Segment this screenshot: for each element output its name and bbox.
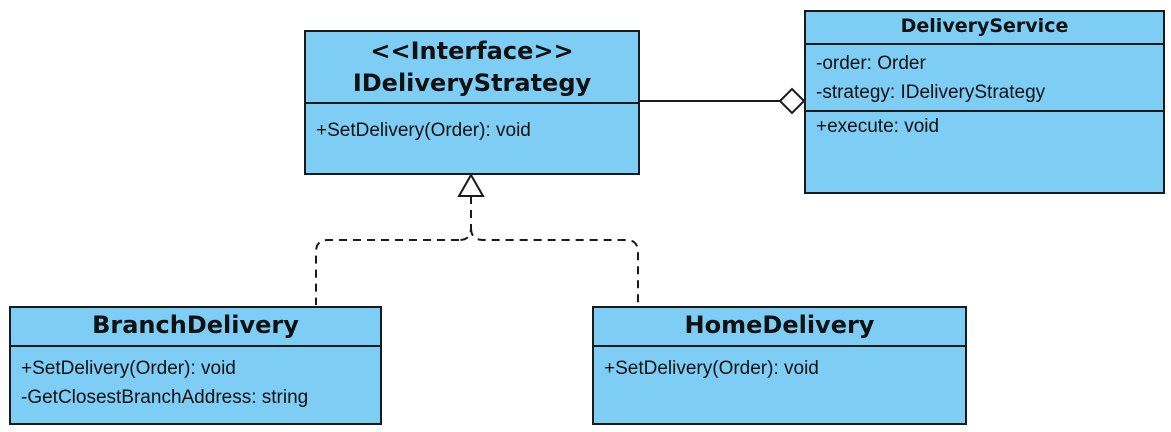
delivery-service-method: +execute: void bbox=[816, 116, 940, 137]
interface-name: IDeliveryStrategy bbox=[352, 69, 592, 97]
delivery-service-methods: +execute: void bbox=[806, 112, 1163, 141]
home-delivery-method: +SetDelivery(Order): void bbox=[604, 358, 819, 379]
interface-header: <<Interface>> IDeliveryStrategy bbox=[306, 32, 638, 104]
branch-delivery-methods: +SetDelivery(Order): void -GetClosestBra… bbox=[11, 347, 380, 412]
home-delivery-name: HomeDelivery bbox=[684, 311, 875, 339]
delivery-service-name: DeliveryService bbox=[900, 15, 1069, 37]
branch-delivery-method: +SetDelivery(Order): void bbox=[21, 358, 236, 379]
branch-delivery-header: BranchDelivery bbox=[11, 308, 380, 347]
realization-stem bbox=[458, 196, 472, 241]
home-delivery-header: HomeDelivery bbox=[594, 308, 965, 347]
interface-stereotype: <<Interface>> bbox=[370, 37, 574, 65]
delivery-service-attribute: -order: Order bbox=[816, 53, 926, 74]
class-branch-delivery: BranchDelivery +SetDelivery(Order): void… bbox=[9, 306, 382, 425]
delivery-service-attribute: -strategy: IDeliveryStrategy bbox=[816, 82, 1046, 103]
aggregation-diamond-icon bbox=[778, 87, 806, 115]
delivery-service-attributes: -order: Order -strategy: IDeliveryStrate… bbox=[806, 45, 1163, 112]
branch-delivery-name: BranchDelivery bbox=[92, 311, 299, 339]
branch-delivery-method: -GetClosestBranchAddress: string bbox=[21, 387, 309, 408]
interface-idelivery-strategy: <<Interface>> IDeliveryStrategy +SetDeli… bbox=[304, 30, 640, 175]
realization-arrowhead-icon bbox=[457, 172, 485, 197]
home-delivery-methods: +SetDelivery(Order): void bbox=[594, 347, 965, 383]
interface-method: +SetDelivery(Order): void bbox=[316, 120, 531, 141]
class-delivery-service: DeliveryService -order: Order -strategy:… bbox=[804, 10, 1165, 194]
realization-branch-left bbox=[315, 239, 459, 305]
class-home-delivery: HomeDelivery +SetDelivery(Order): void bbox=[592, 306, 967, 425]
interface-methods: +SetDelivery(Order): void bbox=[306, 104, 638, 145]
delivery-service-header: DeliveryService bbox=[806, 12, 1163, 45]
realization-branch-right bbox=[470, 227, 639, 305]
